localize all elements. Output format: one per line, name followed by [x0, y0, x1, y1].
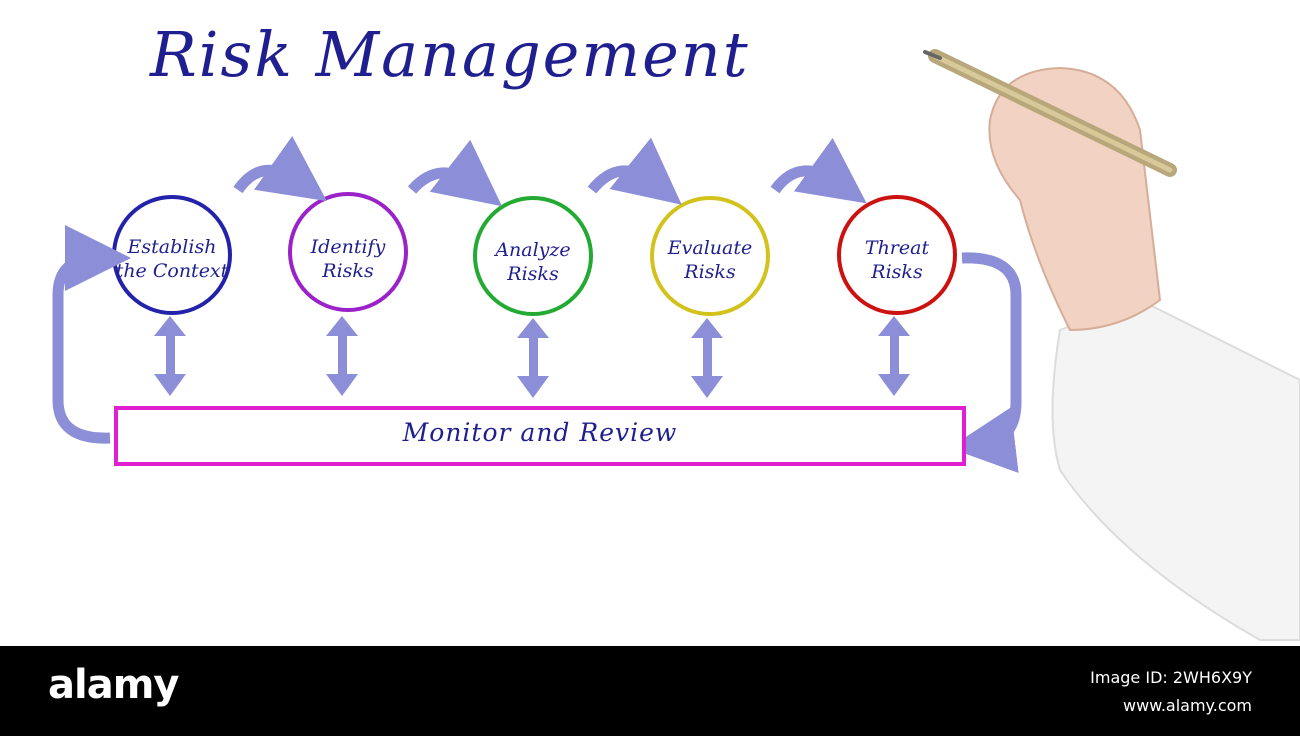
- flow-arrow-4: [770, 137, 867, 204]
- double-arrows: [154, 316, 910, 398]
- step-circle-analyze: [473, 196, 593, 316]
- step-label-line1: Analyze: [495, 239, 571, 261]
- flow-arrow-3: [587, 137, 682, 205]
- step-label-identify: Identify Risks: [283, 235, 413, 283]
- loop-arrow-right: [949, 252, 1022, 473]
- site-url-text: www.alamy.com: [1123, 696, 1252, 715]
- hand-with-pen-illustration: [923, 49, 1300, 641]
- double-arrow-2: [326, 316, 358, 396]
- double-arrow-1: [154, 316, 186, 396]
- step-label-line1: Establish: [127, 236, 217, 258]
- step-label-line2: Risks: [322, 260, 374, 282]
- step-label-establish: Establish the Context: [107, 235, 237, 283]
- double-arrow-5: [878, 316, 910, 396]
- flow-arrow-2: [407, 139, 503, 207]
- step-label-line1: Evaluate: [667, 237, 753, 259]
- image-id-text: Image ID: 2WH6X9Y: [1090, 668, 1252, 687]
- flow-arrow-1: [233, 135, 327, 202]
- step-label-line1: Identify: [310, 236, 386, 258]
- step-label-analyze: Analyze Risks: [468, 238, 598, 286]
- step-circle-identify: [288, 192, 408, 312]
- step-label-line2: Risks: [871, 261, 923, 283]
- step-circle-threat: [837, 195, 957, 315]
- monitor-review-label: Monitor and Review: [402, 418, 678, 447]
- diagram-title: Risk Management: [150, 18, 750, 91]
- footer-bar: alamy Image ID: 2WH6X9Y www.alamy.com: [0, 646, 1300, 736]
- step-label-evaluate: Evaluate Risks: [645, 236, 775, 284]
- step-label-line2: Risks: [507, 263, 559, 285]
- double-arrow-4: [691, 318, 723, 398]
- step-label-line1: Threat: [864, 237, 930, 259]
- loop-arrow-left: [52, 225, 131, 444]
- brand-logo: alamy: [48, 662, 179, 708]
- step-label-threat: Threat Risks: [832, 236, 962, 284]
- double-arrow-3: [517, 318, 549, 398]
- step-label-line2: the Context: [115, 260, 229, 282]
- monitor-box: [114, 406, 966, 466]
- step-circle-evaluate: [650, 196, 770, 316]
- step-label-line2: Risks: [684, 261, 736, 283]
